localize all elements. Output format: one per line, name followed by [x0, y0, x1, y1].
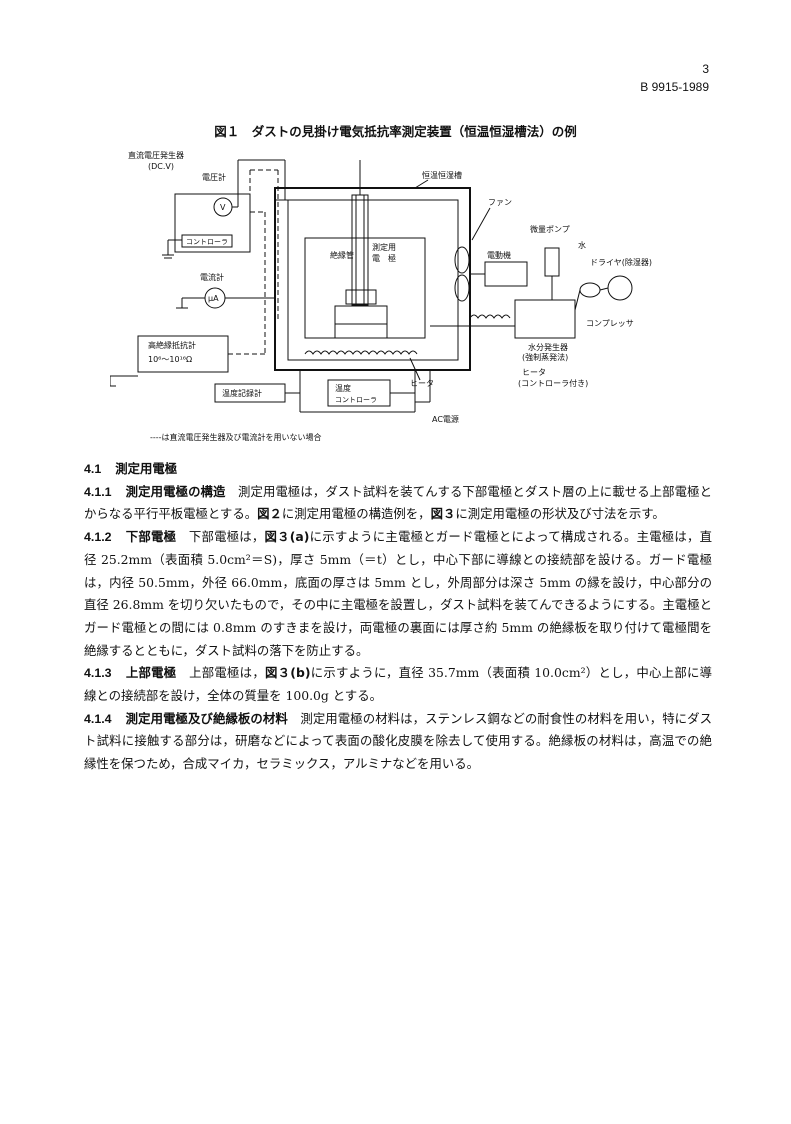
section-4-1-1: 4.1.1 測定用電極の構造 測定用電極は，ダスト試料を装てんする下部電極とダスト… — [84, 481, 712, 526]
humidifier-coil — [469, 314, 511, 319]
section-number: 4.1.4 — [84, 711, 112, 726]
electrode-label: 測定用 — [372, 242, 396, 252]
paragraph-text: 上部電極は， — [189, 665, 265, 681]
motor-label: 電動機 — [487, 250, 511, 260]
figure-ref: 図３(b) — [264, 665, 311, 681]
water-label: 水 — [578, 240, 586, 250]
motor-box — [484, 261, 528, 287]
temp-controller-label: 温度 — [335, 383, 351, 393]
paragraph-text: に測定用電極の形状及び寸法を示す。 — [455, 506, 665, 522]
section-4-1: 4.1 測定用電極 — [84, 458, 712, 481]
dryer-icon — [579, 282, 601, 298]
section-title: 上部電極 — [125, 665, 177, 681]
section-4-1-2: 4.1.2 下部電極 下部電極は，図３(a)に示すように主電極とガード電極とによっ… — [84, 526, 712, 662]
section-number: 4.1.1 — [84, 484, 112, 499]
paragraph-text: 測定用電極は，ダスト試料を装てんする下部電極とダスト層の上に載せる上部電極とから… — [84, 483, 712, 522]
ammeter-label: 電流計 — [200, 272, 224, 282]
voltmeter-label: 電圧計 — [202, 172, 226, 182]
insulation-meter-label: 高絶縁抵抗計 — [148, 340, 196, 350]
voltmeter-symbol: V — [220, 203, 226, 212]
micro-pump-label: 微量ポンプ — [530, 224, 570, 234]
temp-controller-label-2: コントローラ — [335, 396, 377, 404]
ac-power-label: AC電源 — [432, 415, 459, 424]
inner-heater-label: ヒータ — [410, 379, 434, 388]
controller-label: コントローラ — [186, 238, 228, 246]
paragraph-text: に測定用電極の構造例を， — [281, 506, 431, 522]
insulator-tube — [351, 194, 369, 306]
paragraph-text: 下部電極は， — [188, 529, 265, 545]
section-number: 4.1.2 — [84, 530, 112, 545]
compressor-icon — [607, 275, 633, 301]
fan-icon — [454, 246, 470, 274]
paragraph-text: に示すように主電極とガード電極とによって構成される。主電極は，直径 25.2mm… — [84, 529, 713, 658]
dryer-label: ドライヤ(除湿器) — [590, 257, 652, 267]
electrode-lower — [334, 305, 388, 325]
compressor-label: コンプレッサ — [586, 319, 634, 328]
section-4-1-4: 4.1.4 測定用電極及び絶縁板の材料 測定用電極の材料は，ステンレス鋼などの耐食… — [84, 708, 712, 776]
insulator-tube-label: 絶縁管 — [330, 250, 354, 260]
figure-ref: 図３(a) — [264, 529, 310, 545]
section-title: 測定用電極及び絶縁板の材料 — [125, 710, 288, 726]
temp-recorder-label: 温度記録計 — [222, 388, 262, 398]
section-number: 4.1.3 — [84, 666, 112, 681]
figure-ref: 図３ — [430, 506, 456, 522]
chamber-inner — [287, 199, 459, 361]
paragraph-text: に示すように，直径 35.7mm（表面積 10.0cm²）とし，中心上部に導線と… — [84, 665, 713, 704]
inner-support — [304, 237, 426, 339]
micro-pump-icon — [544, 247, 560, 277]
heater-label: ヒータ — [522, 368, 546, 377]
controller-box — [181, 234, 233, 248]
section-4-1-3: 4.1.3 上部電極 上部電極は，図３(b)に示すように，直径 35.7mm（表面… — [84, 662, 712, 707]
insulation-meter-range: 10⁶～10¹⁶Ω — [148, 355, 192, 364]
humidifier-method: (強制蒸発法) — [522, 352, 568, 362]
section-title: 下部電極 — [125, 529, 177, 545]
chamber-outer — [274, 187, 471, 371]
figure-ref: 図２ — [257, 506, 282, 522]
figure-legend: ‐‐‐‐は直流電圧発生器及び電流計を用いない場合 — [150, 432, 322, 442]
section-title: 測定用電極 — [115, 461, 178, 476]
dc-generator-label: 直流電圧発生器 — [128, 150, 184, 160]
ammeter-symbol: μA — [208, 294, 219, 303]
section-number: 4.1 — [84, 462, 102, 476]
fan-label: ファン — [488, 198, 512, 207]
humidifier-box — [514, 299, 576, 339]
dc-generator-sublabel: (DC.V) — [148, 162, 174, 171]
body-text: 4.1 測定用電極 4.1.1 測定用電極の構造 測定用電極は，ダスト試料を装てんす… — [84, 458, 712, 776]
standard-code: B 9915-1989 — [640, 80, 709, 94]
heater-controller-label: (コントローラ付き) — [518, 378, 588, 388]
section-title: 測定用電極の構造 — [125, 483, 226, 499]
dc-generator-box — [174, 193, 251, 253]
figure-title: 図１ ダストの見掛け電気抵抗率測定装置（恒温恒湿槽法）の例 — [214, 124, 577, 139]
heater-coil-inner — [304, 350, 418, 355]
electrode-label-2: 電 極 — [372, 253, 396, 263]
page-number: 3 — [702, 62, 709, 76]
paragraph-text: 測定用電極の材料は，ステンレス鋼などの耐食性の材料を用い，特にダスト試料に接触す… — [84, 710, 713, 772]
electrode-upper — [345, 289, 377, 305]
chamber-label: 恒温恒湿槽 — [422, 170, 462, 180]
humidifier-label: 水分発生器 — [528, 342, 568, 352]
apparatus-diagram: 直流電圧発生器 (DC.V) 電圧計 V コントローラ 電流計 μA 高絶縁抵抗… — [110, 150, 652, 442]
